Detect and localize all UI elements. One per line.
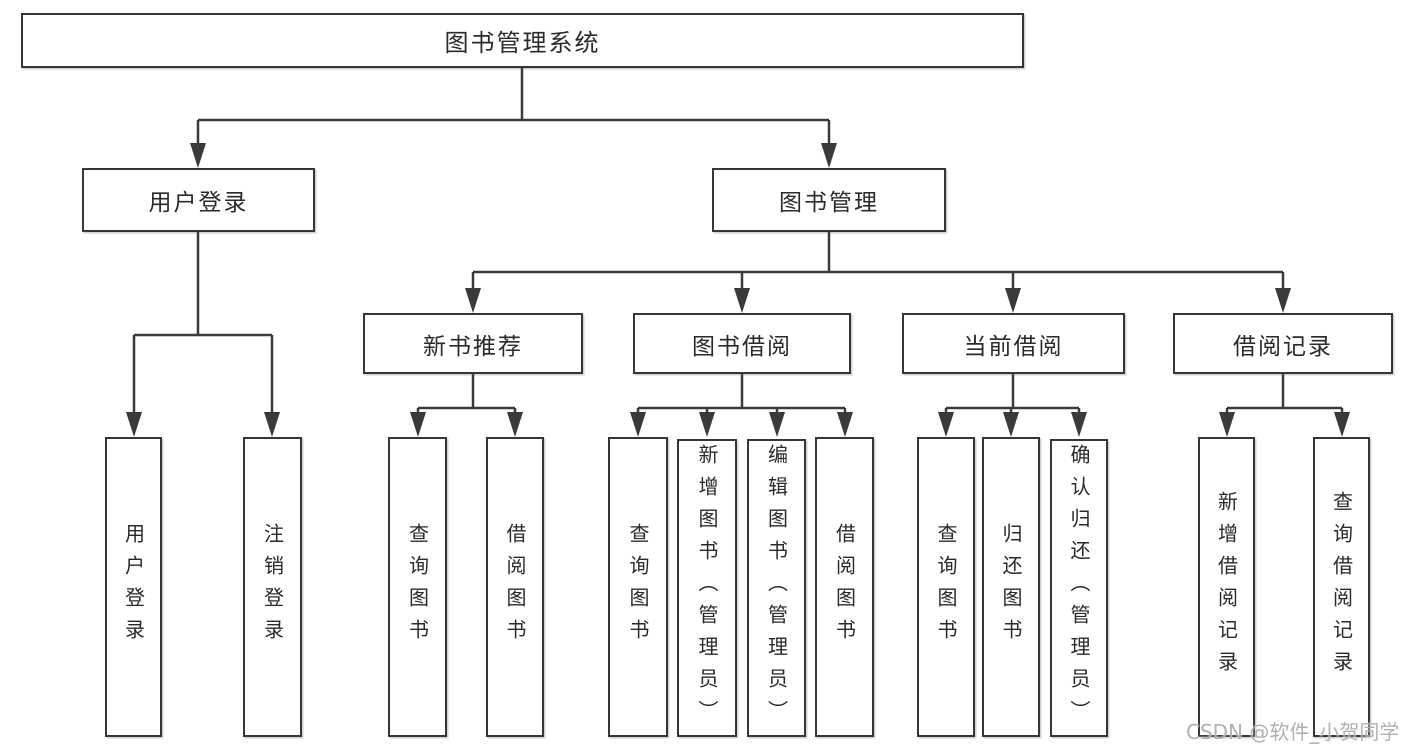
- leaf-add-borrow-record-label: 新增借阅记录: [1214, 491, 1239, 683]
- leaf-query-books-1: 查询图书: [388, 437, 447, 737]
- connector-borrow-records-to-leaves: [1225, 374, 1344, 414]
- leaf-query-borrow-record: 查询借阅记录: [1313, 437, 1370, 737]
- leaf-logout-label: 注销登录: [260, 523, 285, 651]
- node-new-book-recommend-label: 新书推荐: [423, 333, 523, 360]
- node-borrow-records: 借阅记录: [1173, 313, 1393, 374]
- leaf-query-books-3-label: 查询图书: [934, 523, 958, 651]
- leaf-borrow-books-1-label: 借阅图书: [503, 523, 527, 651]
- connector-new-book-to-leaves: [416, 374, 517, 414]
- leaf-edit-book-admin-label: 编辑图书（管理员）: [764, 444, 789, 732]
- arrowhead-group: [126, 143, 1350, 437]
- connector-path-group: [132, 68, 1344, 414]
- node-borrow-records-label: 借阅记录: [1233, 333, 1333, 360]
- leaf-borrow-books-2-label: 借阅图书: [832, 523, 857, 651]
- node-current-borrow-label: 当前借阅: [963, 333, 1064, 360]
- node-book-management-label: 图书管理: [779, 190, 879, 216]
- connector-current-borrow-to-leaves: [944, 374, 1081, 414]
- csdn-watermark: CSDN @软件_小贺同学: [1186, 720, 1400, 744]
- leaf-query-books-3: 查询图书: [917, 437, 975, 737]
- node-user-login-label: 用户登录: [148, 190, 249, 216]
- leaf-add-book-admin-label: 新增图书（管理员）: [695, 444, 719, 732]
- node-book-borrow: 图书借阅: [633, 313, 851, 374]
- connector-user-login-to-leaves: [132, 232, 274, 414]
- leaf-edit-book-admin: 编辑图书（管理员）: [747, 439, 806, 737]
- connector-root-to-level1: [196, 68, 831, 145]
- node-book-borrow-label: 图书借阅: [692, 333, 792, 360]
- leaf-user-login: 用户登录: [105, 437, 162, 737]
- arrowheads: [126, 143, 1350, 437]
- node-user-login: 用户登录: [82, 168, 315, 232]
- leaf-borrow-books-2: 借阅图书: [815, 437, 874, 737]
- connector-book-management-to-level2: [471, 232, 1285, 290]
- leaf-confirm-return-admin: 确认归还（管理员）: [1050, 439, 1108, 737]
- connector-book-borrow-to-leaves: [636, 374, 847, 414]
- leaf-add-book-admin: 新增图书（管理员）: [677, 439, 737, 737]
- leaf-confirm-return-admin-label: 确认归还（管理员）: [1067, 444, 1091, 732]
- node-current-borrow: 当前借阅: [902, 313, 1125, 374]
- leaf-logout: 注销登录: [243, 437, 302, 737]
- leaf-query-books-2: 查询图书: [608, 437, 668, 737]
- node-new-book-recommend: 新书推荐: [363, 313, 583, 374]
- leaf-return-book: 归还图书: [982, 437, 1040, 737]
- leaf-query-books-1-label: 查询图书: [405, 523, 430, 651]
- leaf-borrow-books-1: 借阅图书: [486, 437, 544, 737]
- node-root-label: 图书管理系统: [444, 29, 601, 57]
- node-root: 图书管理系统: [21, 13, 1024, 68]
- leaf-query-books-2-label: 查询图书: [626, 523, 650, 651]
- node-book-management: 图书管理: [712, 168, 946, 232]
- leaf-return-book-label: 归还图书: [999, 523, 1023, 651]
- leaf-add-borrow-record: 新增借阅记录: [1198, 437, 1255, 737]
- leaf-user-login-label: 用户登录: [121, 523, 146, 651]
- leaf-query-borrow-record-label: 查询借阅记录: [1329, 491, 1354, 683]
